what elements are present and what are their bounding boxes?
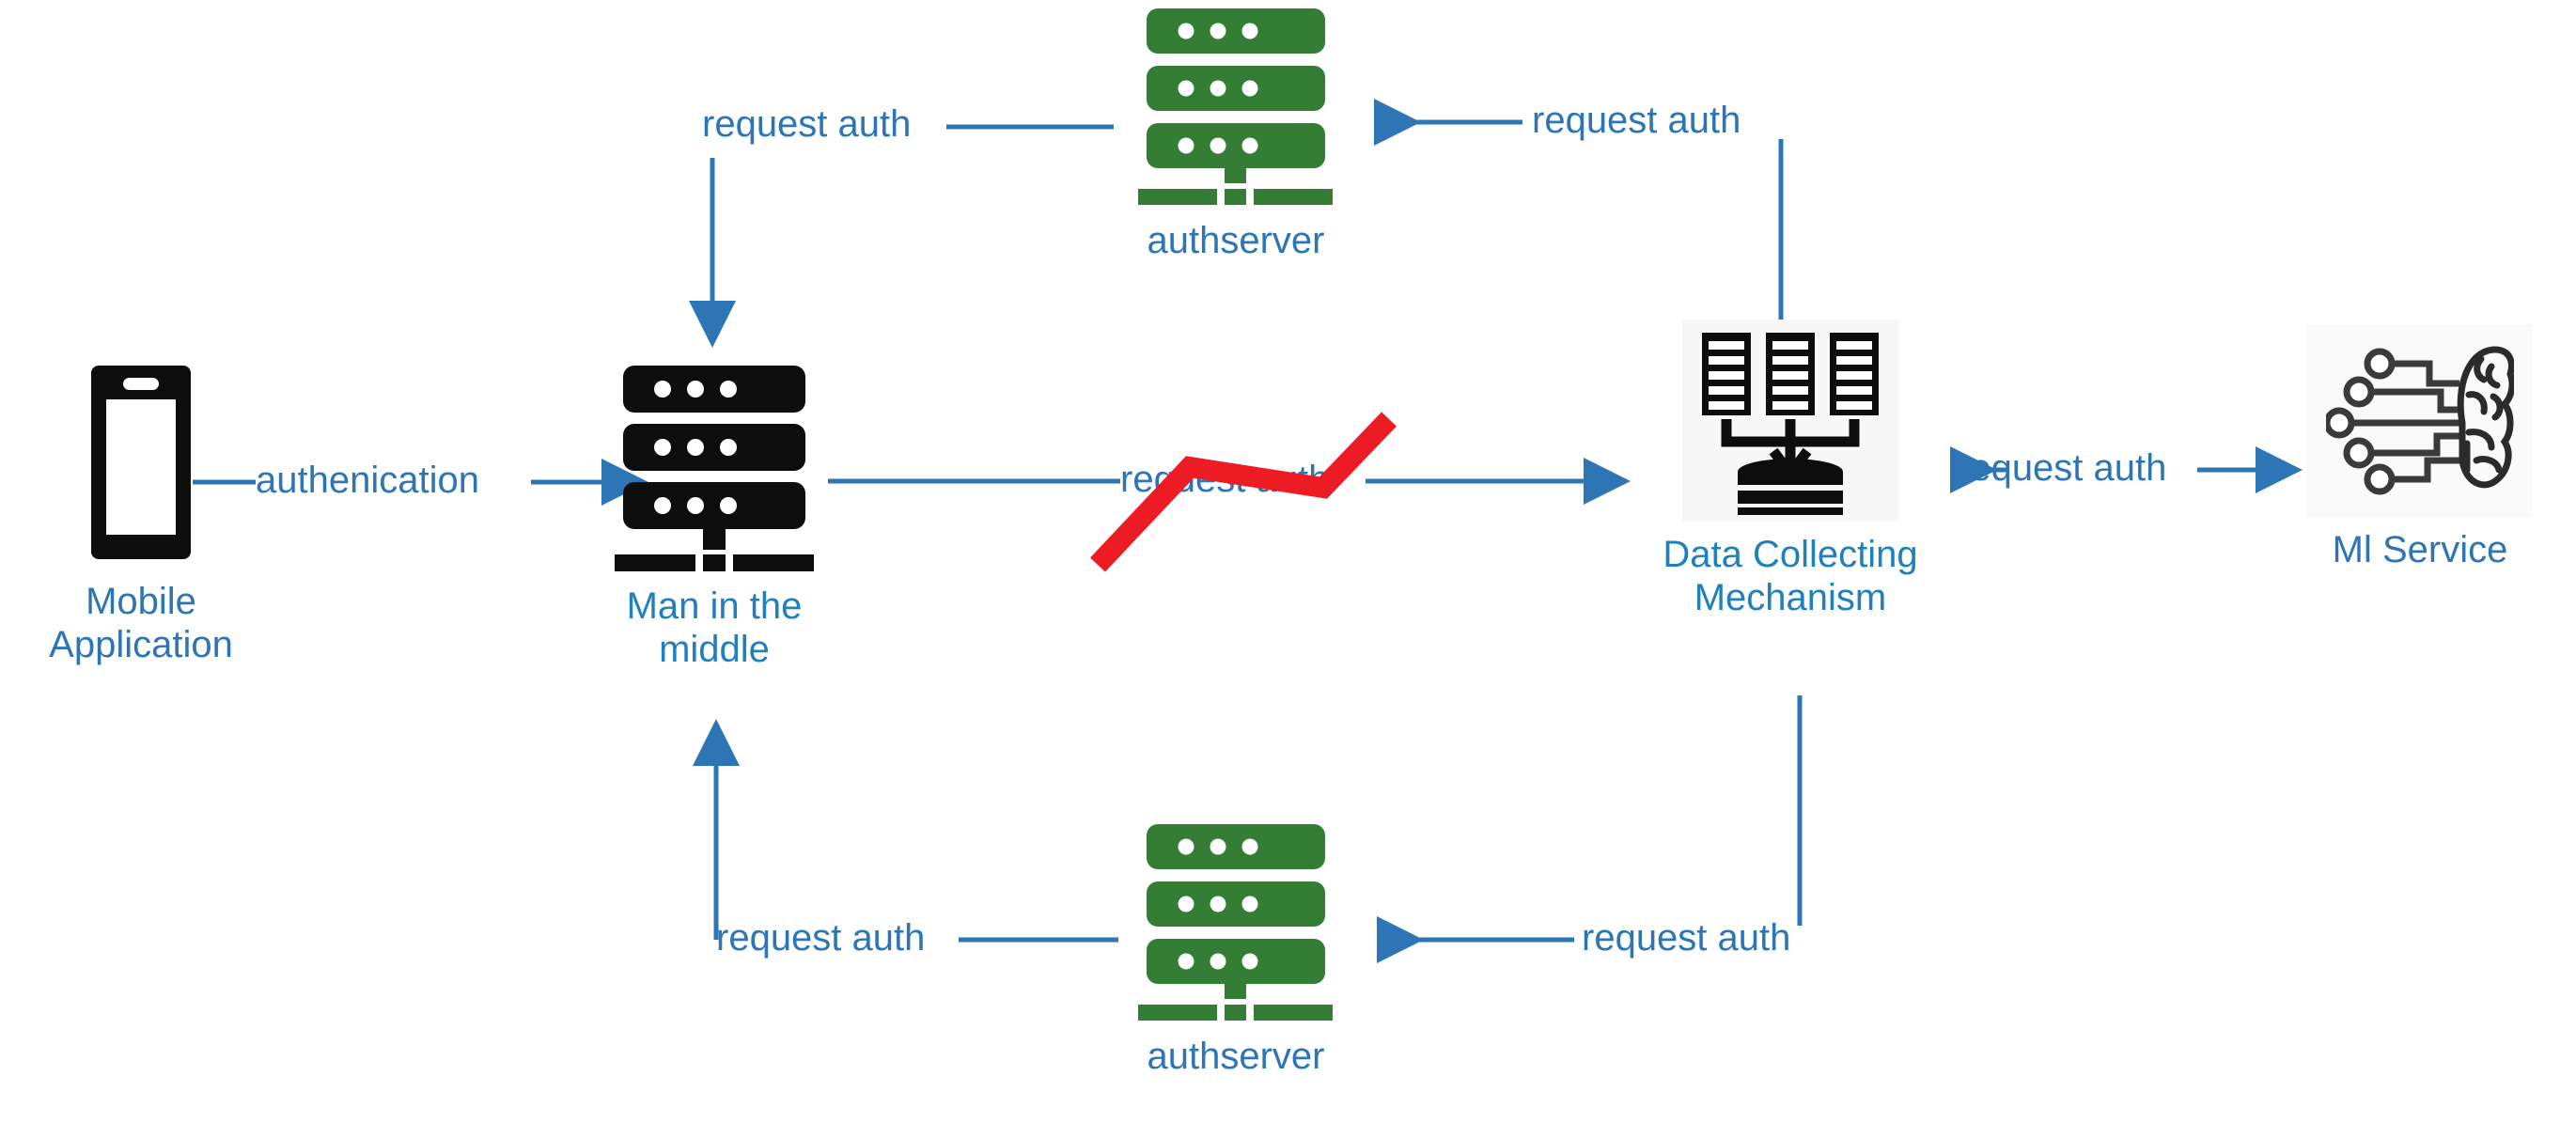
edge-dcm-to-authserver-bottom	[1377, 695, 1803, 963]
node-authserver-top[interactable]: authserver	[1128, 5, 1344, 262]
node-label-authserver-top: authserver	[1147, 220, 1325, 261]
edge-dcm-to-authserver-top	[1374, 99, 1784, 324]
edge-label-mobile-to-mitm: authenication	[256, 460, 479, 501]
node-authserver-bottom[interactable]: authserver	[1128, 820, 1344, 1078]
database-collection-icon	[1682, 320, 1898, 522]
edge-label-authserver-top-to-mitm: request auth	[702, 103, 912, 145]
node-label-mobile-application: Mobile Application	[49, 581, 233, 665]
server-rack-icon	[1128, 820, 1344, 1023]
mobile-phone-icon	[70, 362, 211, 569]
node-ml-service[interactable]: Ml Service	[2298, 324, 2542, 571]
server-rack-icon	[601, 362, 827, 573]
node-man-in-the-middle[interactable]: Man in the middle	[601, 362, 827, 671]
edge-authserver-top-to-mitm	[689, 124, 1114, 348]
node-label-man-in-the-middle: Man in the middle	[626, 585, 803, 670]
node-label-ml-service: Ml Service	[2332, 529, 2508, 570]
server-rack-icon	[1128, 5, 1344, 208]
node-data-collecting-mechanism[interactable]: Data Collecting Mechanism	[1635, 320, 1945, 619]
edge-authserver-bottom-to-mitm	[693, 719, 1118, 943]
edge-label-dcm-to-ml-service: request auth	[1958, 447, 2167, 489]
edge-label-dcm-to-authserver-top: request auth	[1532, 100, 1741, 141]
node-mobile-application[interactable]: Mobile Application	[38, 362, 244, 666]
node-label-authserver-bottom: authserver	[1147, 1036, 1325, 1077]
brain-circuit-icon	[2307, 324, 2533, 517]
edge-label-authserver-bottom-to-mitm: request auth	[716, 917, 926, 959]
edge-label-dcm-to-authserver-bottom: request auth	[1582, 917, 1791, 959]
node-label-data-collecting-mechanism: Data Collecting Mechanism	[1663, 534, 1918, 618]
edge-label-mitm-to-dcm: request auth	[1120, 459, 1330, 500]
